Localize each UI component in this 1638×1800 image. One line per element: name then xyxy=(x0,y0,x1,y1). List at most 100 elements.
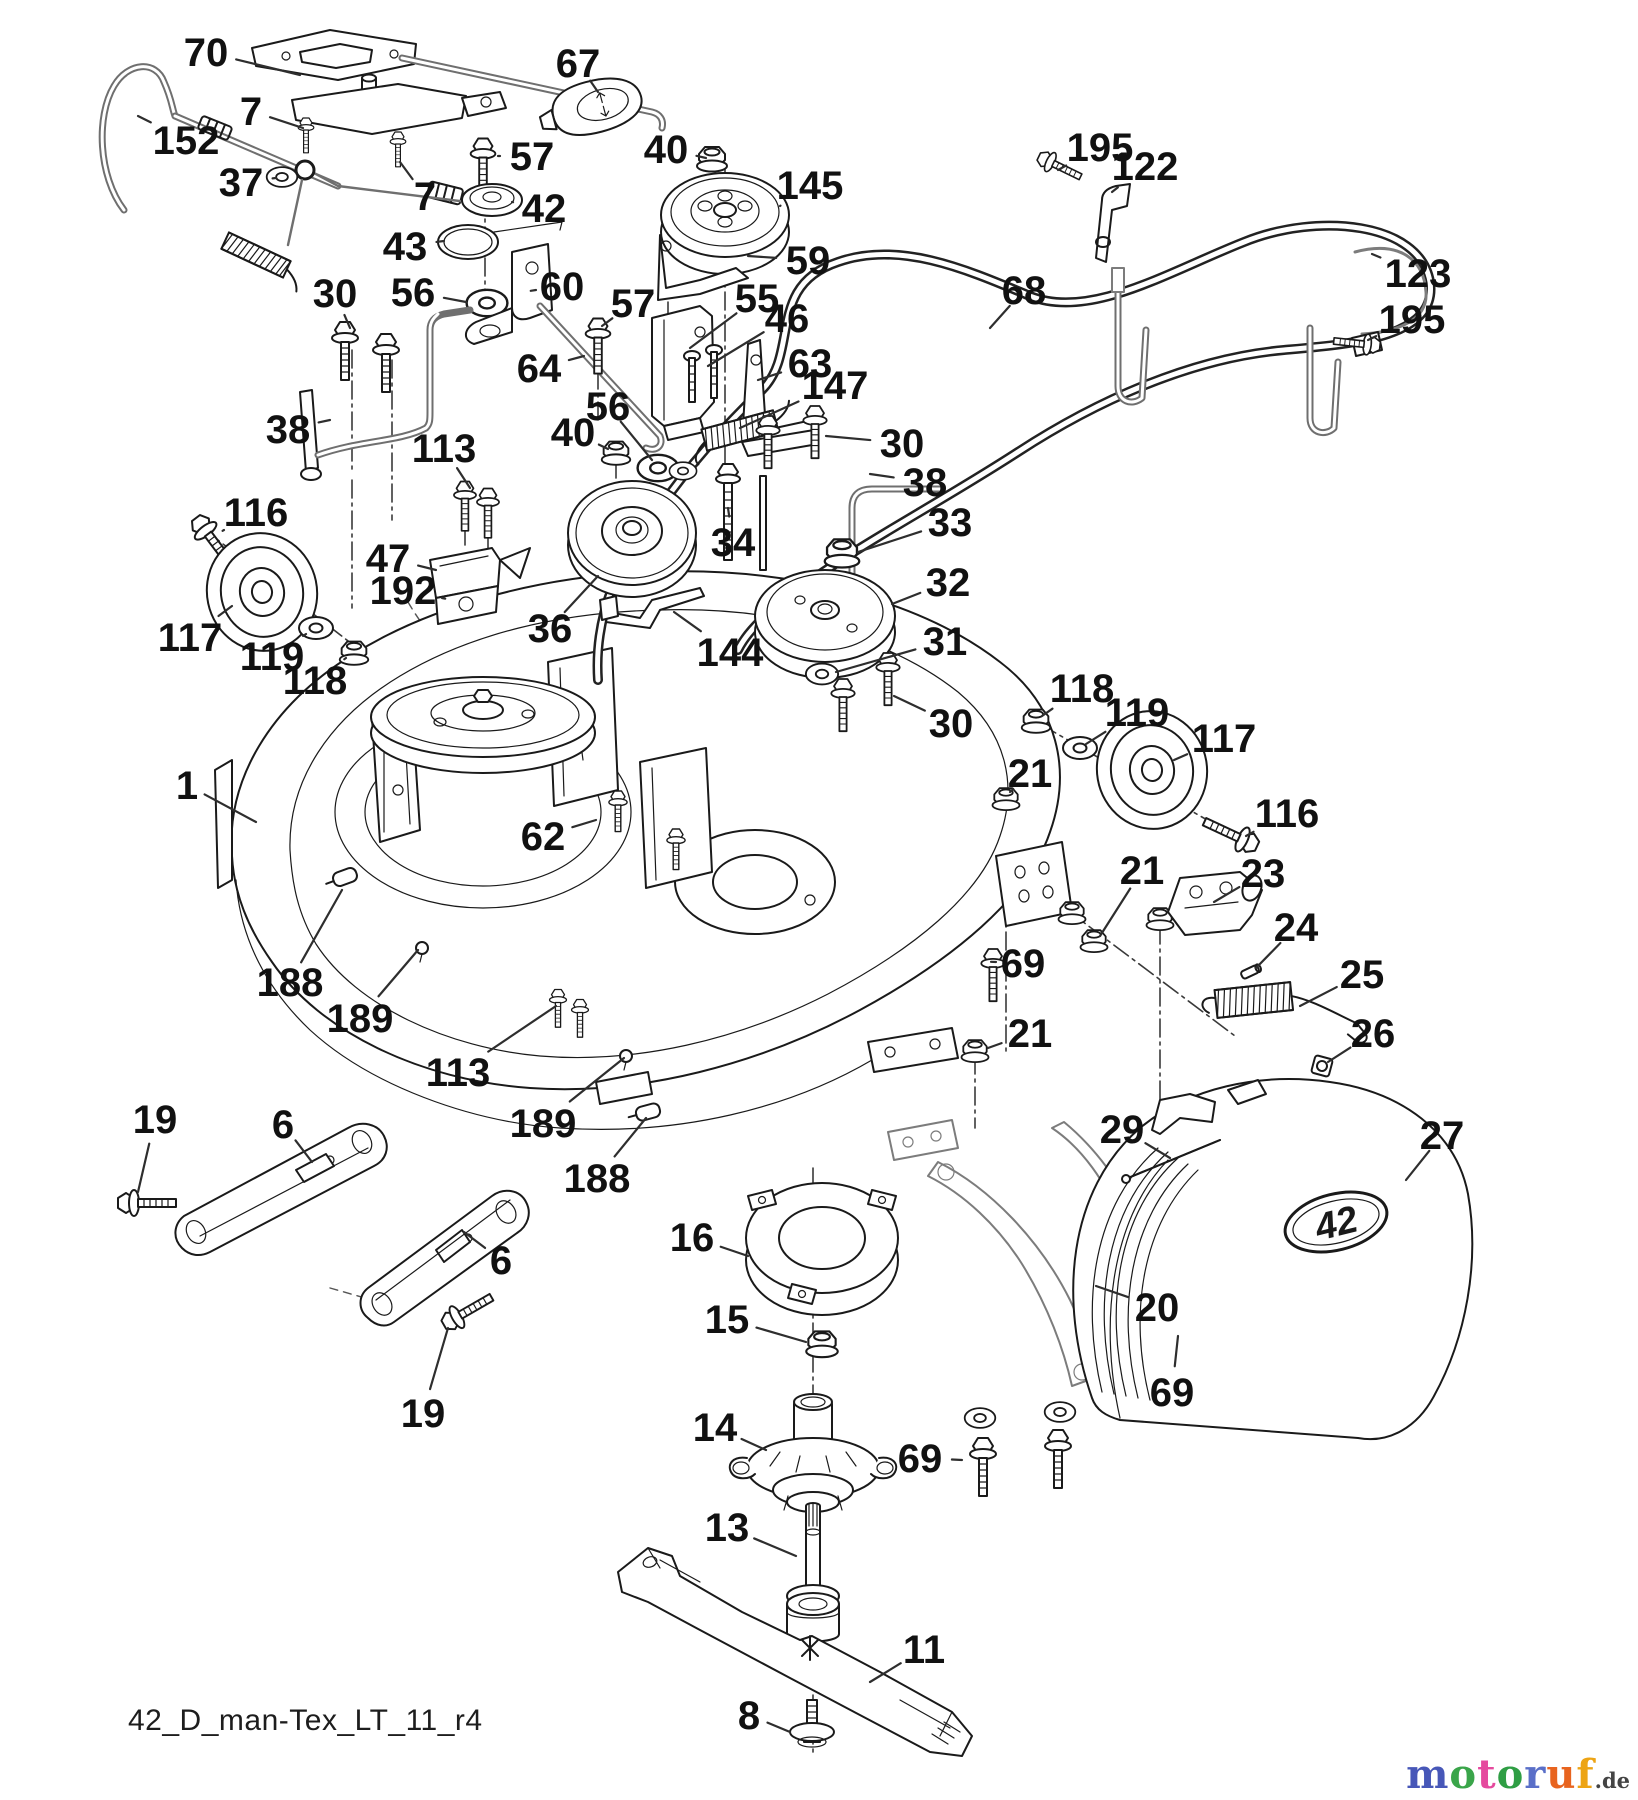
part-number-116: 116 xyxy=(1255,792,1320,836)
part-number-13: 13 xyxy=(705,1506,750,1550)
callout-leader-144 xyxy=(672,610,702,633)
bolt-34 xyxy=(668,461,741,561)
cable-spring xyxy=(220,231,298,293)
part-number-46: 46 xyxy=(765,297,810,341)
part-number-56: 56 xyxy=(586,385,631,429)
part-number-14: 14 xyxy=(693,1406,738,1450)
drawing-revision-code: 42_D_man-Tex_LT_11_r4 xyxy=(128,1704,483,1737)
part-number-119: 119 xyxy=(240,635,305,679)
callout-leader-116 xyxy=(221,528,226,532)
logo-letter: o xyxy=(1496,1751,1525,1798)
callout-leader-118 xyxy=(343,656,348,661)
callout-leader-116 xyxy=(1244,830,1255,838)
clutch-pulley-assembly xyxy=(657,146,790,301)
callout-leader-24 xyxy=(1254,941,1282,970)
part-number-21: 21 xyxy=(1120,849,1165,893)
part-number-118: 118 xyxy=(1050,667,1115,711)
part-number-25: 25 xyxy=(1340,953,1385,997)
callout-leader-64 xyxy=(567,354,586,362)
suspension-arm-front xyxy=(117,1122,388,1257)
part-number-68: 68 xyxy=(1002,269,1047,313)
part-number-19: 19 xyxy=(133,1098,178,1142)
callout-leader-56 xyxy=(442,296,468,304)
part-number-123: 123 xyxy=(1385,252,1452,296)
callout-leader-113 xyxy=(455,467,472,490)
callout-leader-19 xyxy=(428,1326,450,1391)
part-number-144: 144 xyxy=(697,631,764,675)
brake-arm xyxy=(599,587,705,629)
callout-leader-46 xyxy=(706,331,765,368)
belt-keeper-rod xyxy=(1111,247,1428,437)
part-number-67: 67 xyxy=(556,42,601,86)
callout-leader-15 xyxy=(755,1326,808,1344)
callout-leader-6 xyxy=(294,1139,314,1164)
callout-leader-62 xyxy=(571,818,598,829)
callout-leader-60 xyxy=(529,288,538,292)
callout-leader-67 xyxy=(589,79,600,94)
callout-leader-1 xyxy=(203,793,258,824)
screw-7 xyxy=(297,117,315,154)
part-number-56: 56 xyxy=(391,271,436,315)
part-number-38: 38 xyxy=(903,461,948,505)
callout-leader-6 xyxy=(462,1230,487,1250)
part-number-189: 189 xyxy=(327,997,394,1041)
callout-leader-118 xyxy=(1040,707,1054,718)
part-number-60: 60 xyxy=(540,265,585,309)
callout-leader-59 xyxy=(746,254,778,259)
callout-leader-68 xyxy=(988,304,1011,330)
part-number-64: 64 xyxy=(517,347,562,391)
part-number-40: 40 xyxy=(644,128,689,172)
logo-letter: m xyxy=(1406,1751,1450,1798)
part-number-147: 147 xyxy=(802,364,869,408)
idler-arm-hardware xyxy=(437,137,665,453)
callout-leader-26 xyxy=(1326,1046,1352,1064)
callout-leader-14 xyxy=(740,1437,768,1452)
callout-leader-27 xyxy=(1404,1149,1431,1182)
part-number-6: 6 xyxy=(490,1239,512,1283)
callout-leader-195 xyxy=(1056,164,1068,172)
belt-guide-clip xyxy=(1033,146,1382,357)
callout-leader-56 xyxy=(619,420,654,462)
callout-leader-38 xyxy=(317,418,332,424)
part-number-69: 69 xyxy=(1001,942,1046,986)
deck-size-badge: 42 xyxy=(1310,1198,1362,1249)
part-number-55: 55 xyxy=(735,277,780,321)
part-number-38: 38 xyxy=(266,408,311,452)
flat-idler-pulley xyxy=(567,480,697,598)
part-number-188: 188 xyxy=(257,961,324,1005)
part-number-8: 8 xyxy=(738,1694,760,1738)
callout-leader-29 xyxy=(1144,1142,1172,1160)
part-number-57: 57 xyxy=(611,282,656,326)
part-number-20: 20 xyxy=(1135,1286,1180,1330)
part-number-62: 62 xyxy=(521,815,566,859)
part-number-7: 7 xyxy=(240,90,262,134)
callout-leader-38 xyxy=(868,472,895,479)
callout-leader-25 xyxy=(1298,985,1338,1008)
part-number-122: 122 xyxy=(1112,145,1179,189)
washer-37 xyxy=(265,166,299,188)
callout-leader-70 xyxy=(235,58,302,77)
part-number-26: 26 xyxy=(1351,1012,1396,1056)
part-number-6: 6 xyxy=(272,1103,294,1147)
callout-leader-7 xyxy=(268,116,305,130)
callout-leader-47 xyxy=(417,564,438,572)
part-number-16: 16 xyxy=(670,1216,715,1260)
mandrel-pulley xyxy=(370,676,686,871)
part-number-27: 27 xyxy=(1420,1114,1465,1158)
part-number-47: 47 xyxy=(366,537,411,581)
callout-leader-188 xyxy=(300,888,344,964)
callout-leader-119 xyxy=(1084,730,1107,746)
logo-letter: t xyxy=(1477,1751,1497,1798)
callout-leader-195 xyxy=(1366,335,1378,342)
part-number-117: 117 xyxy=(158,616,223,660)
part-number-42: 42 xyxy=(522,187,567,231)
screw-7 xyxy=(389,131,407,168)
part-number-37: 37 xyxy=(219,161,264,205)
motoruf-wordmark: motoruf xyxy=(1406,1751,1595,1798)
part-number-69: 69 xyxy=(1150,1371,1195,1415)
callout-leader-19 xyxy=(136,1142,151,1194)
spindle-shaft xyxy=(786,1502,840,1643)
part-number-33: 33 xyxy=(928,501,973,545)
part-number-32: 32 xyxy=(926,561,971,605)
part-number-195: 195 xyxy=(1067,126,1134,170)
